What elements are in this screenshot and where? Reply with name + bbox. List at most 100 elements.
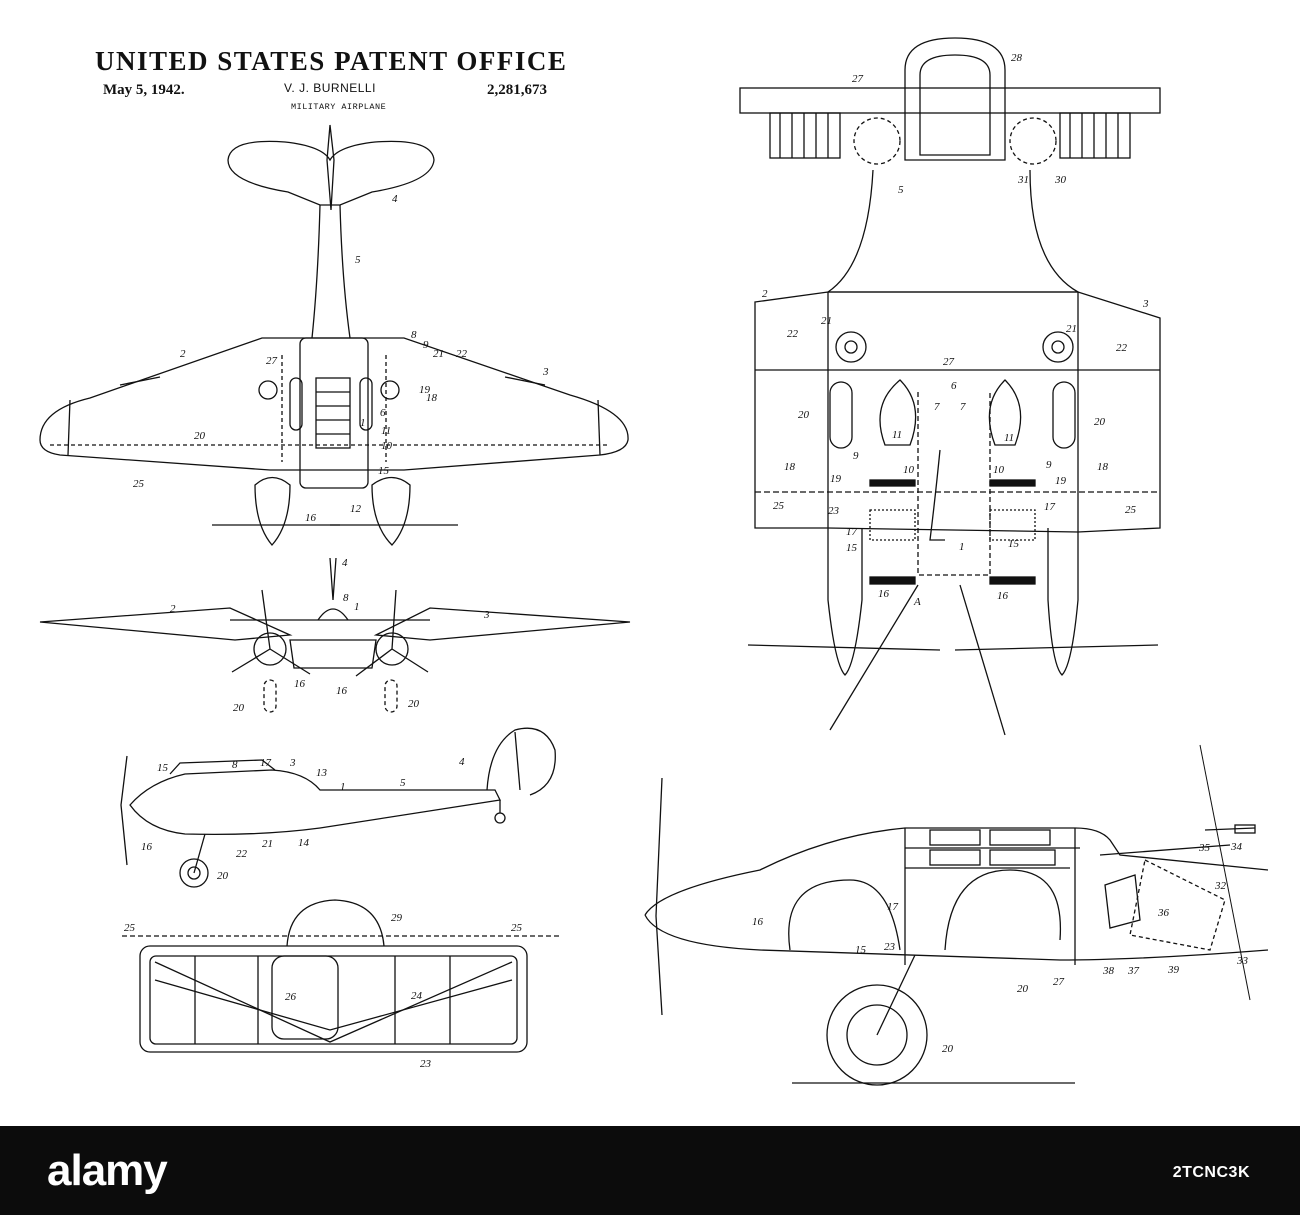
front-view-label: 1: [354, 601, 360, 613]
section-view-label: 29: [391, 912, 403, 924]
front-view-label: 20: [408, 698, 420, 710]
front-view-label: 8: [343, 592, 349, 604]
top-plan-label: 1: [360, 417, 366, 429]
center-plan-label: 11: [1004, 432, 1014, 444]
cockpit-side-label: 16: [752, 916, 764, 928]
cockpit-side-view: 35 34 32 36 16 17 15 23 38 37 39 33 20 2…: [645, 745, 1268, 1085]
center-plan-view: 5 2 3 21 22 21 22 27 6 7 7 20 20 11 11 9…: [748, 170, 1160, 735]
section-view-label: 25: [124, 922, 136, 934]
side-view-label: 1: [340, 781, 346, 793]
center-plan-label: 16: [997, 590, 1009, 602]
center-plan-label: 22: [1116, 342, 1128, 354]
center-plan-label: 7: [960, 401, 966, 413]
top-plan-label: 22: [456, 348, 468, 360]
top-plan-label: 12: [350, 503, 362, 515]
top-plan-label: 27: [266, 355, 278, 367]
side-view-label: 5: [400, 777, 406, 789]
center-plan-label: 20: [1094, 416, 1106, 428]
side-view-label: 8: [232, 759, 238, 771]
side-view-label: 17: [260, 757, 272, 769]
side-view-labels: 15 8 17 3 13 1 5 4 16 22 21 14 20: [141, 756, 465, 882]
center-plan-label: 25: [773, 500, 785, 512]
cockpit-side-label: 39: [1167, 964, 1180, 976]
center-plan-label: 25: [1125, 504, 1137, 516]
center-plan-label: 18: [1097, 461, 1109, 473]
center-plan-label: 16: [878, 588, 890, 600]
top-plan-label: 16: [305, 512, 317, 524]
side-view-label: 14: [298, 837, 310, 849]
cockpit-side-label: 37: [1127, 965, 1140, 977]
side-view-label: 22: [236, 848, 248, 860]
front-view-label: 20: [233, 702, 245, 714]
section-view-label: 26: [285, 991, 297, 1003]
center-plan-labels: 5 2 3 21 22 21 22 27 6 7 7 20 20 11 11 9…: [762, 184, 1149, 608]
center-plan-label: 19: [1055, 475, 1067, 487]
cockpit-side-label: 20: [1017, 983, 1029, 995]
center-plan-label: 19: [830, 473, 842, 485]
tail-top-label: 28: [1011, 52, 1023, 64]
cockpit-side-label: 32: [1214, 880, 1227, 892]
center-plan-label: 9: [853, 450, 859, 462]
center-plan-label: 21: [821, 315, 832, 327]
center-plan-label: 11: [892, 429, 902, 441]
center-plan-label: 18: [784, 461, 796, 473]
side-view-label: 20: [217, 870, 229, 882]
center-plan-label: 17: [846, 526, 858, 538]
cockpit-side-label: 27: [1053, 976, 1065, 988]
cockpit-side-label: 36: [1157, 907, 1170, 919]
top-plan-label: 6: [380, 407, 386, 419]
side-view-label: 13: [316, 767, 328, 779]
tail-top-label: 27: [852, 73, 864, 85]
center-plan-label: 7: [934, 401, 940, 413]
center-plan-label: 10: [903, 464, 915, 476]
section-view-label: 23: [420, 1058, 432, 1070]
top-plan-label: 4: [392, 193, 398, 205]
top-plan-label: 20: [194, 430, 206, 442]
top-plan-label: 11: [381, 425, 391, 437]
center-plan-label: 10: [993, 464, 1005, 476]
top-plan-label: 19: [419, 384, 431, 396]
front-view-labels: 4 8 1 2 3 16 16 20 20: [170, 557, 490, 714]
section-view: 25 25 29 26 24 23: [122, 900, 560, 1070]
center-plan-label: 21: [1066, 323, 1077, 335]
side-view-label: 3: [289, 757, 296, 769]
center-plan-label: 15: [846, 542, 858, 554]
center-plan-label: 1: [959, 541, 965, 553]
side-view-label: 21: [262, 838, 273, 850]
center-plan-label: 3: [1142, 298, 1149, 310]
patent-figures: 4 5 2 3 27 8 9 21 22 18 19 6 1 11 10 15 …: [0, 0, 1300, 1126]
stock-image-id: 2TCNC3K: [1173, 1164, 1250, 1182]
cockpit-side-label: 33: [1236, 955, 1249, 967]
center-plan-label: 23: [828, 505, 840, 517]
top-plan-label: 25: [133, 478, 145, 490]
front-view-label: 16: [294, 678, 306, 690]
cockpit-side-label: 38: [1102, 965, 1115, 977]
cockpit-side-labels: 35 34 32 36 16 17 15 23 38 37 39 33 20 2…: [752, 841, 1249, 1055]
center-plan-label: 6: [951, 380, 957, 392]
stock-footer-bar: alamy 2TCNC3K: [0, 1126, 1300, 1215]
center-plan-label: 5: [898, 184, 904, 196]
top-plan-label: 5: [355, 254, 361, 266]
center-plan-label: A: [913, 596, 921, 608]
brand-logo: alamy: [47, 1146, 167, 1196]
cockpit-side-label: 35: [1198, 842, 1211, 854]
top-plan-label: 3: [542, 366, 549, 378]
front-view-label: 4: [342, 557, 348, 569]
front-view: 4 8 1 2 3 16 16 20 20: [40, 557, 630, 714]
top-plan-view: 4 5 2 3 27 8 9 21 22 18 19 6 1 11 10 15 …: [40, 125, 628, 545]
section-view-label: 24: [411, 990, 423, 1002]
tail-top-view: 27 28 31 30: [740, 38, 1160, 186]
cockpit-side-label: 23: [884, 941, 896, 953]
top-plan-label: 21: [433, 348, 444, 360]
center-plan-label: 9: [1046, 459, 1052, 471]
cockpit-side-label: 20: [942, 1043, 954, 1055]
tail-top-label: 30: [1054, 174, 1067, 186]
front-view-label: 2: [170, 603, 176, 615]
front-view-label: 16: [336, 685, 348, 697]
tail-top-label: 31: [1017, 174, 1029, 186]
center-plan-label: 20: [798, 409, 810, 421]
cockpit-side-label: 17: [887, 901, 899, 913]
center-plan-label: 15: [1008, 538, 1020, 550]
top-plan-label: 8: [411, 329, 417, 341]
cockpit-side-label: 15: [855, 944, 867, 956]
